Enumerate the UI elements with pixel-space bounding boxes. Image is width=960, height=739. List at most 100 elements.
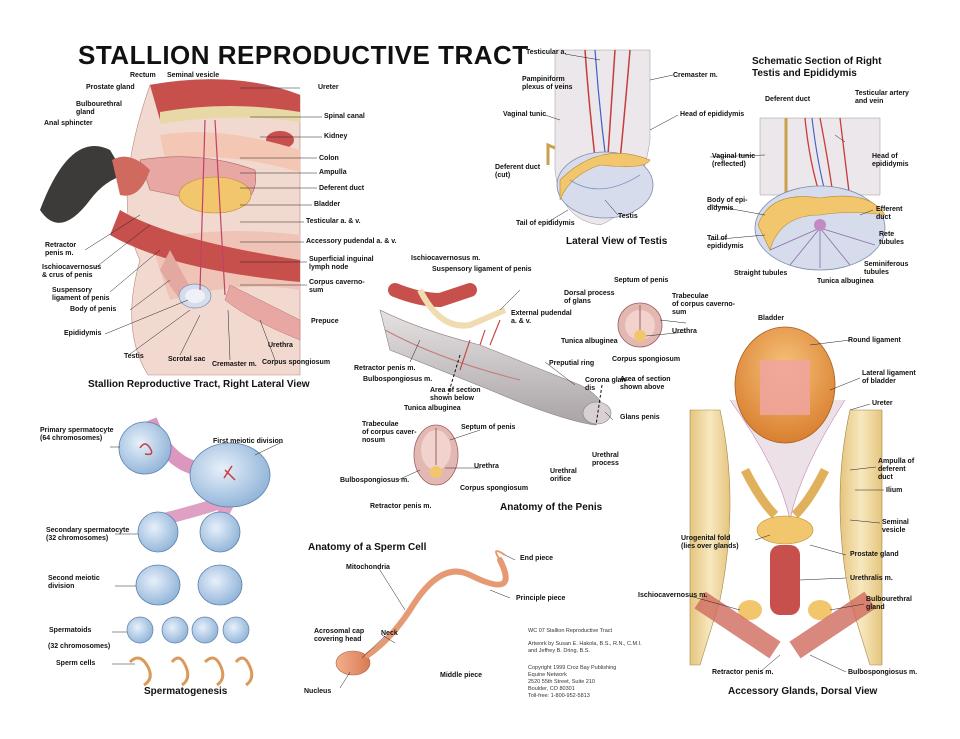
label-urethra-bottom: Urethra	[474, 463, 499, 470]
label-testicular-artery-vein: Testicular artery and vein	[855, 90, 909, 105]
label-tail-of-epididymis: Tail of epididymis	[516, 220, 575, 227]
label-principle-piece: Principle piece	[516, 595, 566, 602]
label-penis-bulbospongiosus: Bulbospongiosus m.	[363, 376, 433, 383]
label-rectum: Rectum	[130, 72, 156, 79]
leader-lines	[84, 53, 884, 689]
label-mitochondria: Mitochondria	[346, 564, 390, 571]
spermatogenesis-illustration	[118, 417, 271, 687]
label-nucleus: Nucleus	[304, 688, 332, 695]
label-pampiniform: Pampiniform plexus of veins	[522, 76, 573, 91]
credit-artwork: Artwork by Susan E. Hakola, B.S., R.N., …	[528, 641, 642, 654]
label-epididymis: Epididymis	[64, 330, 102, 337]
label-tunica-albuginea-bottom: Tunica albuginea	[404, 405, 461, 412]
section-title-testis: Lateral View of Testis	[566, 236, 668, 247]
label-end-piece: End piece	[520, 555, 554, 562]
section-title-accessory: Accessory Glands, Dorsal View	[728, 686, 878, 697]
label-retractor-penis-bottom: Retractor penis m.	[370, 503, 432, 510]
label-external-pudendal: External pudendal a. & v.	[511, 310, 572, 325]
accessory-glands-illustration	[689, 326, 883, 666]
label-area-section-above: Area of section shown above	[620, 376, 671, 391]
label-urethral-process: Urethral process	[592, 452, 619, 467]
label-septum-of-penis-top: Septum of penis	[614, 277, 669, 284]
label-tunica-albuginea-schematic: Tunica albuginea	[817, 278, 874, 285]
label-superficial-inguinal: Superficial inguinal lymph node	[309, 256, 374, 271]
label-head-of-epididymis: Head of epididymis	[680, 111, 745, 118]
label-trabeculae-top: Trabeculae of corpus caverno- sum	[672, 293, 736, 316]
label-body-of-penis: Body of penis	[70, 306, 117, 313]
label-seminiferous-tubules: Seminiferous tubules	[864, 261, 909, 276]
label-tunica-albuginea-top: Tunica albuginea	[561, 338, 618, 345]
label-penis-suspensory-ligament: Suspensory ligament of penis	[432, 266, 532, 273]
label-first-meiotic-division: First meiotic division	[213, 438, 284, 445]
label-ampulla: Ampulla	[319, 169, 347, 176]
label-neck: Neck	[381, 630, 398, 637]
poster-title: STALLION REPRODUCTIVE TRACT	[78, 40, 529, 70]
label-urethra: Urethra	[268, 342, 293, 349]
label-area-section-below: Area of section shown below	[430, 387, 481, 402]
label-secondary-spermatocyte: Secondary spermatocyte (32 chromosomes)	[46, 527, 130, 542]
label-septum-of-penis-bottom: Septum of penis	[461, 424, 516, 431]
label-ureter: Ureter	[318, 84, 339, 91]
label-preputial-ring: Preputial ring	[549, 360, 595, 367]
label-cremaster: Cremaster m.	[212, 361, 257, 368]
label-sperm-cells: Sperm cells	[56, 660, 96, 667]
label-bulbospongiosus-bottom: Bulbospongiosus m.	[340, 477, 410, 484]
label-ilium: Ilium	[886, 487, 903, 494]
section-title-schematic: Schematic Section of Right Testis and Ep…	[752, 56, 882, 79]
label-glans-penis: Glans penis	[620, 414, 660, 421]
label-urethra-top: Urethra	[672, 328, 697, 335]
label-ischiocavernosus: Ischiocavernosus & crus of penis	[42, 264, 102, 279]
section-title-lateral: Stallion Reproductive Tract, Right Later…	[88, 379, 310, 390]
label-accessory-ischiocavernosus: Ischiocavernosus m.	[638, 592, 708, 599]
section-title-penis: Anatomy of the Penis	[500, 502, 603, 513]
label-schematic-deferent-duct: Deferent duct	[765, 96, 811, 103]
label-testis-view: Testis	[618, 213, 638, 220]
label-spinal-canal: Spinal canal	[324, 113, 365, 120]
label-primary-spermatocyte: Primary spermatocyte (64 chromosomes)	[40, 427, 114, 442]
label-cremaster-testis: Cremaster m.	[673, 72, 718, 79]
label-middle-piece: Middle piece	[440, 672, 483, 679]
label-corona-glandis: Corona glan- dis	[585, 377, 629, 392]
label-corpus-spongiosum: Corpus spongiosum	[262, 359, 331, 366]
label-dorsal-process-glans: Dorsal process of glans	[564, 290, 615, 305]
label-urethralis: Urethralis m.	[850, 575, 893, 582]
label-rete-tubules: Rete tubules	[879, 231, 904, 246]
label-trabeculae-bottom: Trabeculae of corpus caver- nosum	[362, 421, 417, 444]
label-seminal-vesicle: Seminal vesicle	[167, 72, 220, 79]
label-testicular-av: Testicular a. & v.	[306, 218, 361, 225]
label-urogenital-fold: Urogenital fold (lies over glands)	[681, 535, 739, 550]
label-bladder: Bladder	[314, 201, 341, 208]
label-accessory-prostate: Prostate gland	[850, 551, 899, 558]
label-round-ligament: Round ligament	[848, 337, 901, 344]
label-corpus-spongiosum-bottom: Corpus spongiosum	[460, 485, 529, 492]
section-title-sperm-cell: Anatomy of a Sperm Cell	[308, 542, 427, 553]
label-schematic-head-epididymis: Head of epididymis	[872, 153, 909, 168]
label-scrotal-sac: Scrotal sac	[168, 356, 206, 363]
penis-illustration	[379, 283, 663, 486]
label-suspensory-ligament: Suspensory ligament of penis	[52, 287, 110, 302]
section-title-spermatogenesis: Spermatogenesis	[144, 686, 228, 697]
label-accessory-pudendal: Accessory pudendal a. & v.	[306, 238, 397, 245]
label-accessory-bulbospongiosus: Bulbospongiosus m.	[848, 669, 918, 676]
credit-code: WC 07 Stallion Reproductive Tract	[528, 628, 613, 634]
label-testis: Testis	[124, 353, 144, 360]
label-kidney: Kidney	[324, 133, 348, 140]
label-body-of-epididymis: Body of epi- didymis	[707, 197, 748, 212]
label-penis-retractor: Retractor penis m.	[354, 365, 416, 372]
label-prostate-gland: Prostate gland	[86, 84, 135, 91]
label-deferent-duct: Deferent duct	[319, 185, 365, 192]
label-urethral-orifice: Urethral orifice	[550, 468, 577, 483]
label-second-meiotic-division: Second meiotic division	[48, 575, 100, 590]
label-schematic-tail-epididymis: Tail of epididymis	[707, 235, 744, 250]
label-spermatoids: Spermatoids	[49, 627, 92, 634]
label-accessory-bladder: Bladder	[758, 315, 785, 322]
testis-illustration	[546, 49, 654, 226]
label-32-chromosomes: (32 chromosomes)	[48, 643, 111, 650]
label-accessory-seminal-vesicle: Seminal vesicle	[882, 519, 909, 534]
credit-copyright: Copyright 1999 Croz Bay Publishing Equin…	[528, 665, 617, 699]
label-colon: Colon	[319, 155, 339, 162]
label-corpus-spongiosum-top: Corpus spongiosum	[612, 356, 681, 363]
label-prepuce: Prepuce	[311, 318, 339, 325]
